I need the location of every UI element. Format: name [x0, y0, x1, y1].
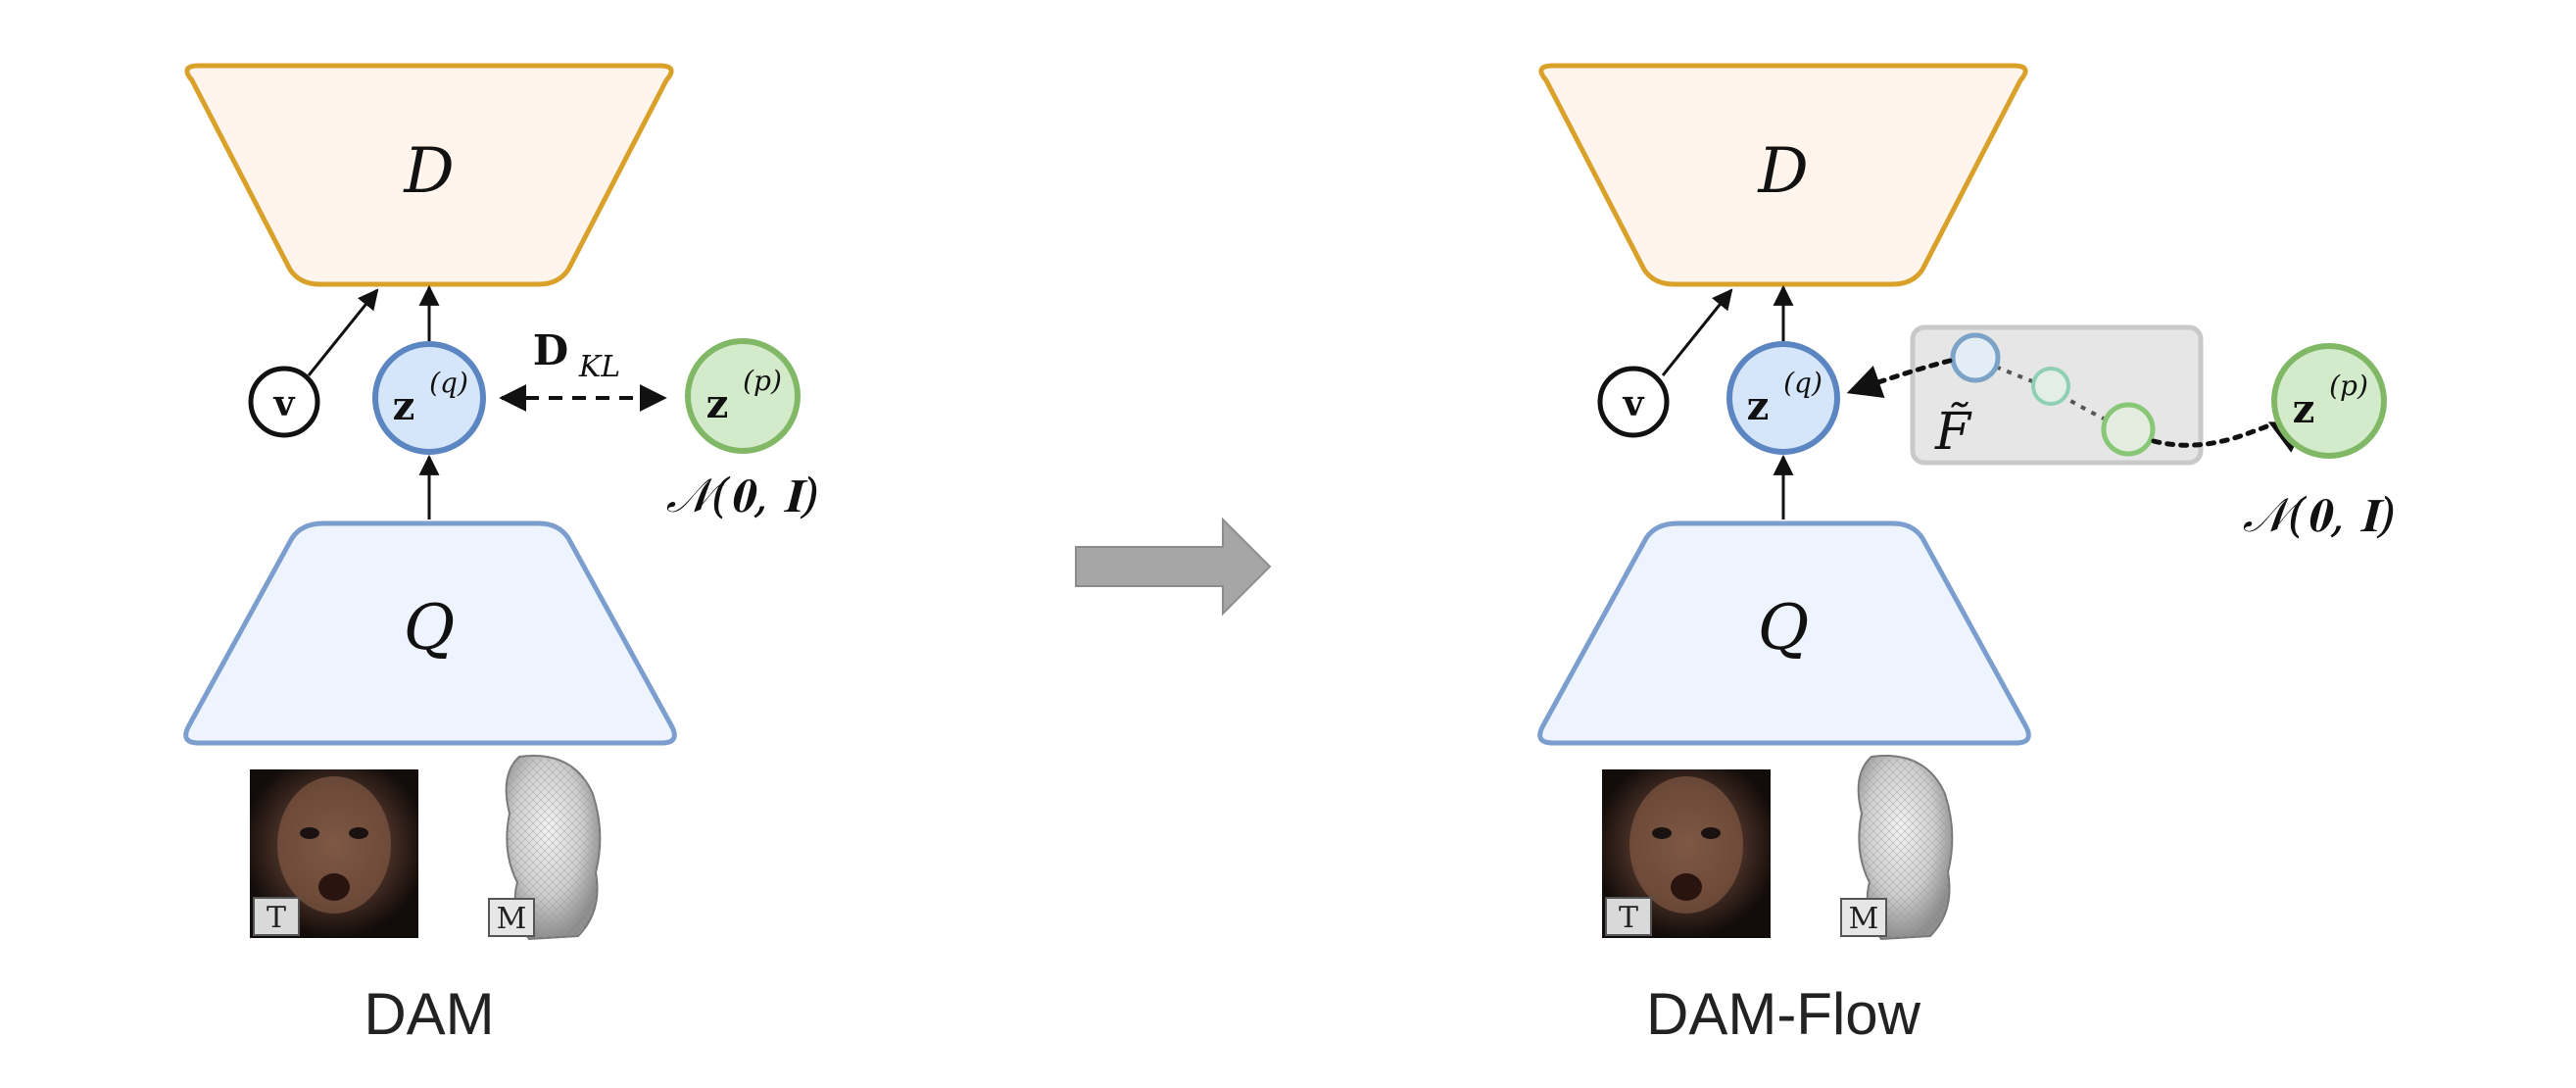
dam-diagram: D Q v z (q) D KL z [183, 63, 819, 1047]
view-to-decoder-arrow [1661, 288, 1733, 376]
dam-flow-diagram: D Q v F̃ z (q [1537, 63, 2396, 1047]
view-node: v [248, 366, 320, 438]
prior-latent-symbol: z [2293, 386, 2315, 432]
prior-latent-superscript: (p) [743, 365, 782, 397]
dam-flow-caption: DAM-Flow [1646, 981, 1921, 1047]
encoder-block: Q [183, 520, 677, 746]
posterior-latent-superscript: (q) [429, 367, 468, 399]
mesh-badge: M [497, 902, 527, 936]
decoder-block: D [184, 63, 674, 287]
decoder-shape [184, 63, 674, 287]
flow-sample-mid [2031, 367, 2070, 406]
view-label: v [1623, 383, 1645, 424]
view-node: v [1597, 366, 1670, 438]
flow-sample-start [1950, 332, 2001, 383]
view-to-decoder-arrow [307, 288, 379, 376]
prior-latent-node: z (p) [685, 338, 801, 454]
encoder-block: Q [1537, 520, 2031, 746]
decoder-block: D [1538, 63, 2028, 287]
prior-distribution-label: 𝒩(𝟎, 𝐈) [666, 469, 819, 523]
posterior-latent-symbol: z [1747, 383, 1770, 429]
encoder-label: Q [1758, 592, 1809, 665]
decoder-shape [1538, 63, 2028, 287]
texture-thumbnail: T [1602, 769, 1771, 938]
flow-label: F̃ [1934, 402, 1972, 462]
texture-badge: T [267, 901, 286, 935]
posterior-latent-node: z (q) [372, 341, 486, 455]
texture-badge: T [1619, 901, 1638, 935]
mesh-badge: M [1849, 902, 1879, 936]
kl-label-main: D [533, 326, 568, 374]
prior-latent-superscript: (p) [2329, 370, 2368, 402]
flow-to-prior-arrow [2151, 420, 2308, 453]
prior-latent-node: z (p) [2271, 343, 2387, 459]
normalizing-flow-box: F̃ [1910, 324, 2204, 466]
flow-sample-end [2101, 402, 2156, 457]
dam-caption: DAM [364, 981, 494, 1047]
mesh-thumbnail: M [488, 755, 602, 941]
transition-arrow [1075, 517, 1272, 617]
mesh-thumbnail: M [1840, 755, 1954, 941]
kl-label: D KL [533, 326, 620, 384]
texture-thumbnail: T [250, 769, 418, 938]
encoder-shape [183, 520, 677, 746]
posterior-latent-node: z (q) [1726, 341, 1840, 455]
prior-distribution-label: 𝒩(𝟎, 𝐈) [2243, 488, 2396, 543]
view-label: v [273, 383, 296, 424]
encoder-label: Q [404, 592, 455, 665]
posterior-latent-symbol: z [393, 383, 415, 429]
kl-label-subscript: KL [578, 350, 620, 384]
decoder-label: D [1757, 135, 1808, 208]
encoder-shape [1537, 520, 2031, 746]
decoder-label: D [403, 135, 454, 208]
flow-to-posterior-arrow [1846, 358, 1953, 398]
prior-latent-symbol: z [706, 381, 729, 427]
posterior-latent-superscript: (q) [1783, 367, 1823, 399]
